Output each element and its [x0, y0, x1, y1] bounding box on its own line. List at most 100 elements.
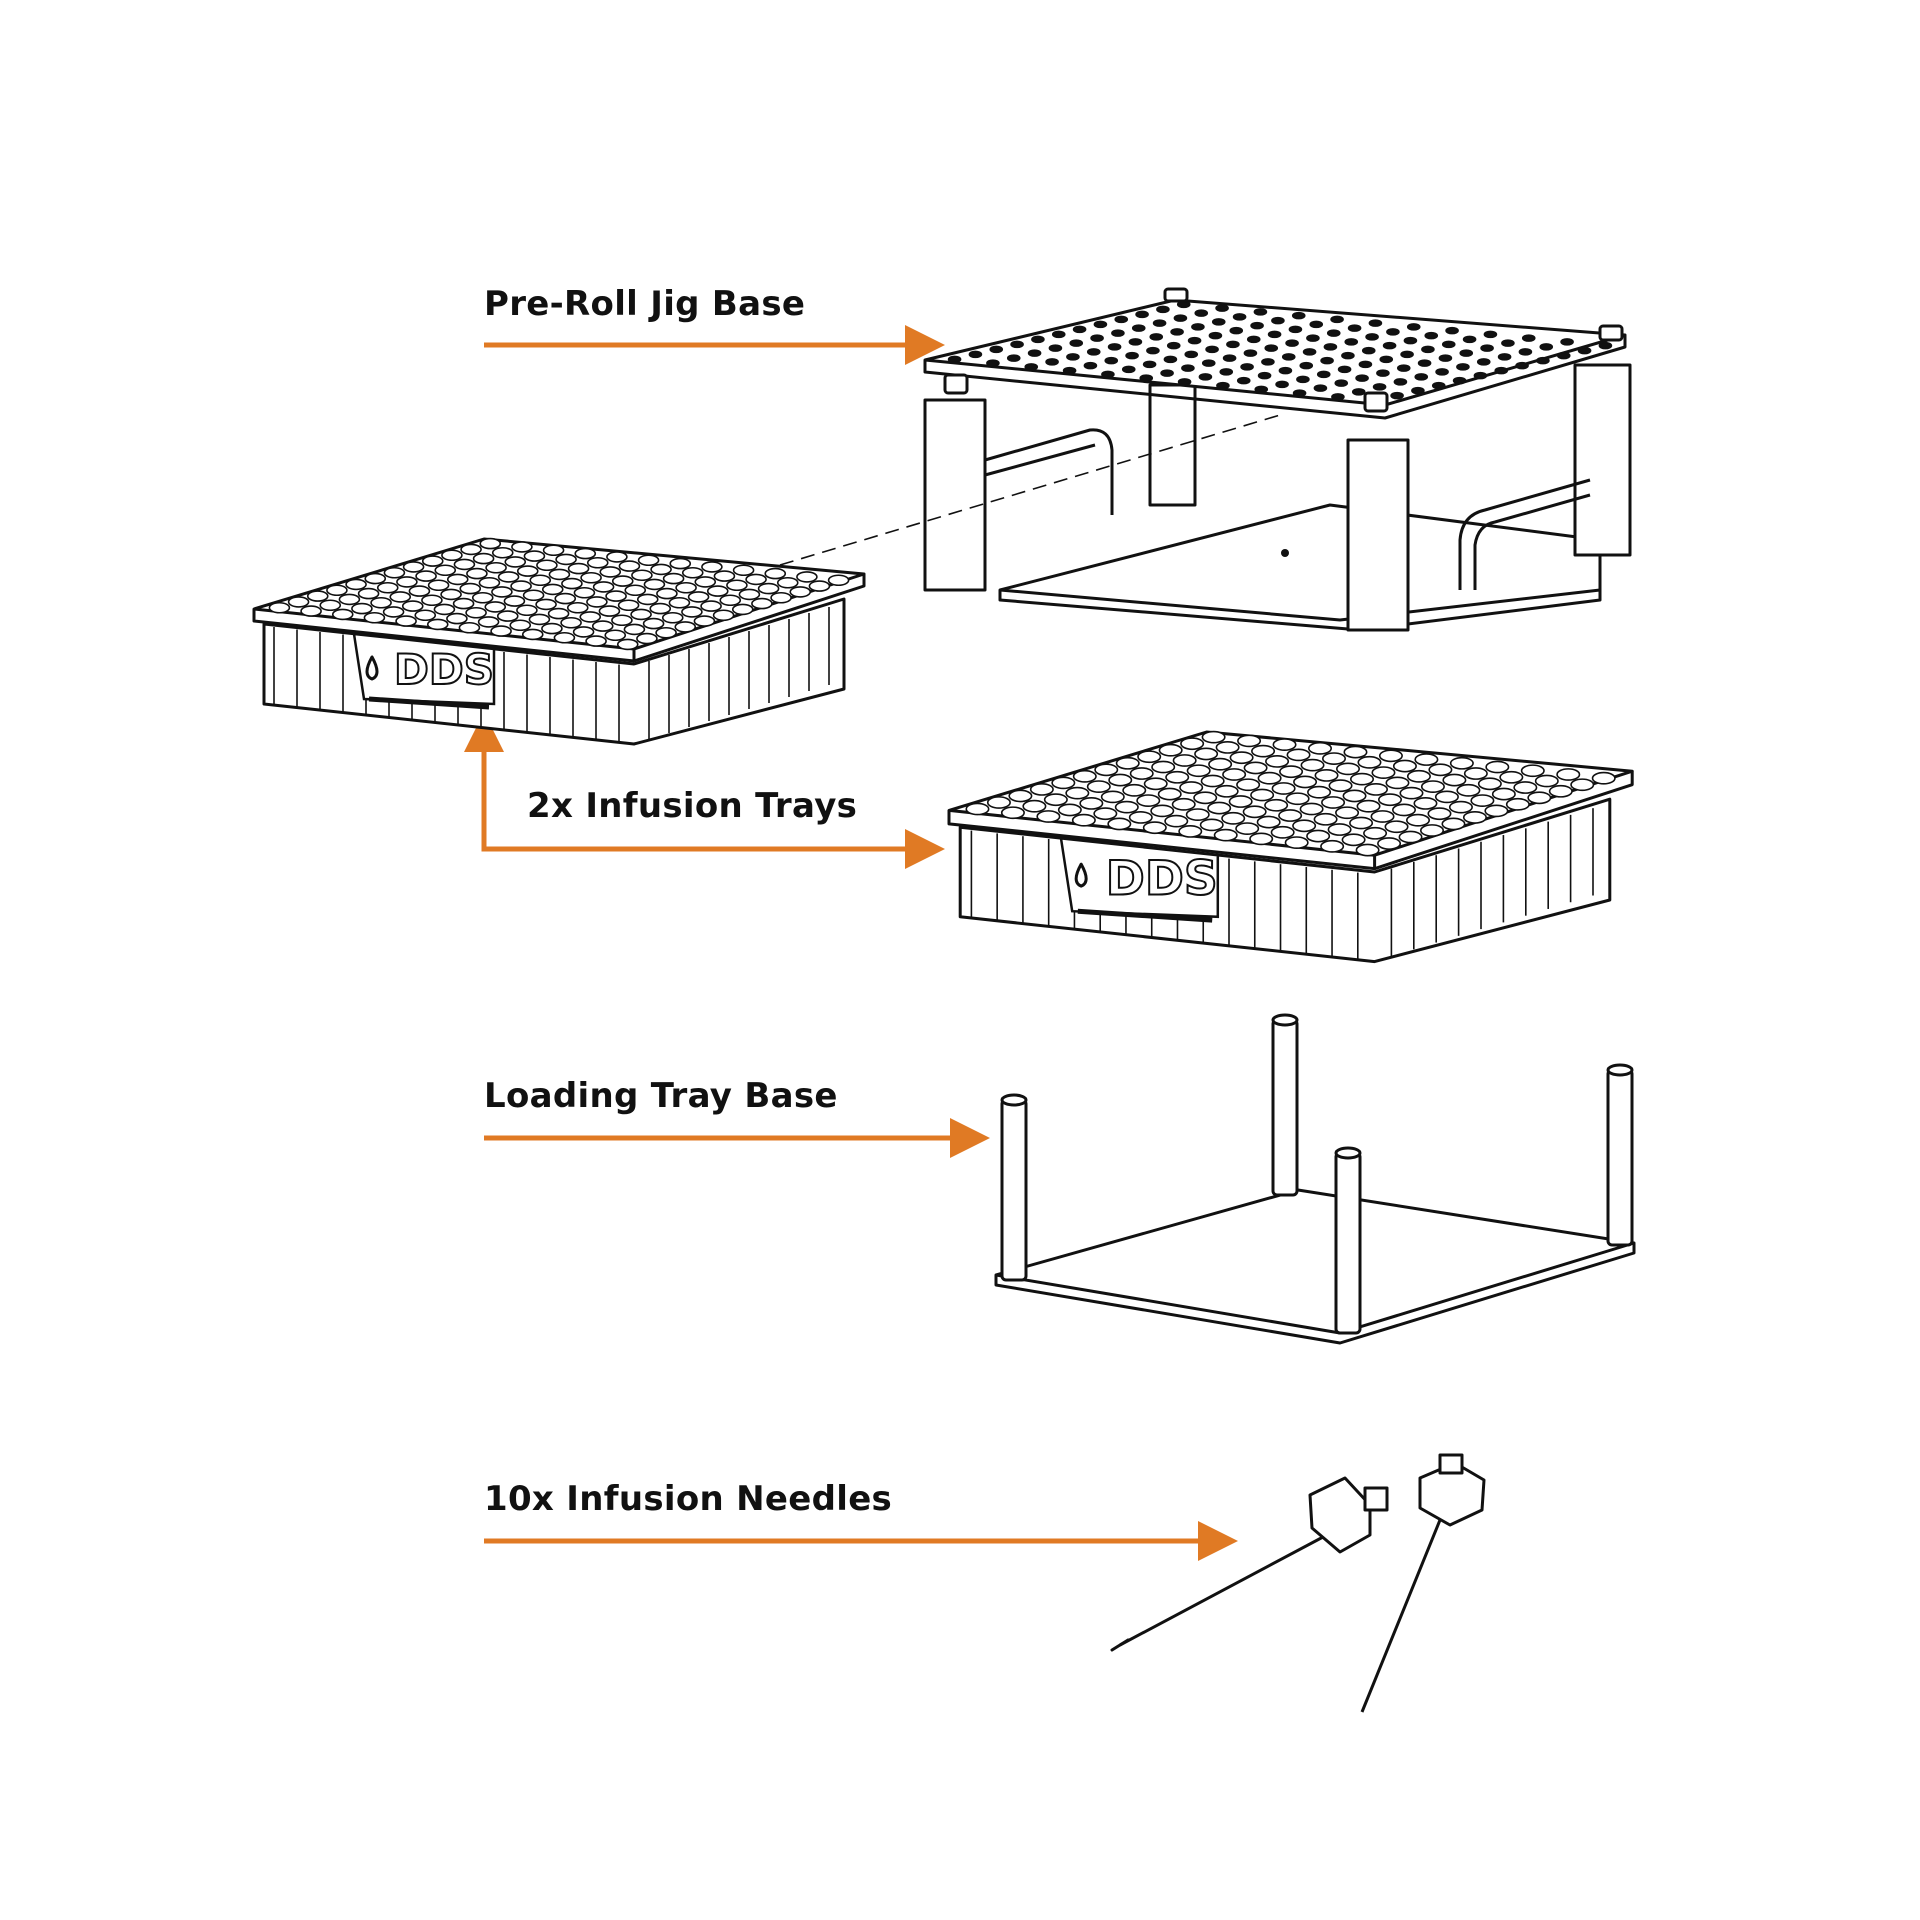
hole: [1136, 794, 1161, 807]
hole: [1314, 769, 1339, 782]
hole: [1129, 767, 1154, 780]
hole: [1199, 818, 1224, 832]
hole: [1420, 824, 1445, 837]
hole: [541, 622, 563, 635]
hole: [1560, 338, 1574, 346]
hole: [364, 572, 387, 585]
hole: [1300, 758, 1325, 772]
hole: [1114, 315, 1129, 324]
hole: [1166, 341, 1181, 350]
hole: [1442, 773, 1467, 787]
hole: [1029, 783, 1054, 796]
hole: [1250, 321, 1264, 330]
hole: [649, 602, 672, 615]
hole: [1473, 371, 1488, 380]
hole: [1215, 304, 1229, 312]
hole: [1286, 748, 1311, 762]
hole: [511, 541, 533, 553]
hole: [1403, 336, 1418, 345]
hole: [580, 571, 602, 584]
hole: [331, 608, 354, 621]
hole: [1344, 338, 1359, 346]
hole: [414, 609, 437, 622]
hole: [1406, 813, 1431, 827]
hole: [516, 565, 539, 577]
hole: [586, 556, 609, 569]
hole: [1485, 760, 1510, 774]
hole: [1577, 346, 1592, 355]
pre-roll-jig-base-illustration: [779, 287, 1632, 632]
hole: [655, 626, 677, 639]
hole: [1254, 385, 1269, 394]
hole: [477, 616, 500, 628]
hole: [1331, 393, 1345, 401]
hole: [1240, 363, 1254, 371]
hole: [1271, 782, 1296, 795]
hole: [1128, 811, 1153, 824]
hole: [586, 596, 608, 608]
hole: [674, 621, 697, 633]
hole: [591, 620, 614, 632]
hole: [986, 359, 1000, 367]
hole: [1249, 832, 1274, 846]
hole: [1431, 381, 1446, 390]
hole: [1065, 786, 1090, 800]
hole: [1321, 796, 1346, 809]
hole: [1327, 823, 1352, 836]
hole: [669, 557, 692, 570]
hole: [491, 546, 514, 559]
hole: [1270, 825, 1295, 839]
hole: [553, 631, 576, 644]
hole: [465, 606, 487, 619]
hole: [616, 638, 639, 651]
hole: [1462, 335, 1477, 344]
hole: [1445, 326, 1459, 335]
hole: [415, 570, 437, 582]
label-infusion-trays: 2x Infusion Trays: [527, 786, 858, 826]
hole: [1536, 356, 1550, 365]
hole: [509, 619, 532, 632]
hole: [637, 554, 660, 567]
hole: [459, 582, 482, 595]
hole: [326, 584, 348, 597]
hole: [427, 579, 450, 592]
hole: [446, 573, 469, 586]
hole: [1341, 351, 1355, 360]
hole: [408, 585, 431, 597]
hole: [1456, 783, 1481, 797]
hole: [396, 576, 418, 588]
hole: [528, 613, 551, 626]
hole: [1086, 348, 1101, 356]
infusion-tray-illustration: DDS: [252, 537, 866, 746]
hole: [1484, 804, 1509, 818]
hole: [1264, 344, 1279, 352]
hole: [789, 586, 812, 598]
hole: [1222, 768, 1247, 781]
hole: [1201, 359, 1216, 367]
hole: [1357, 755, 1382, 769]
hole: [989, 345, 1004, 354]
hole: [701, 561, 723, 573]
hole: [1157, 787, 1182, 801]
hole: [1396, 364, 1411, 372]
hole: [1309, 320, 1324, 329]
hole: [319, 599, 342, 612]
hole: [1146, 346, 1160, 355]
hole: [1208, 757, 1233, 771]
hole: [1363, 826, 1388, 840]
hole: [1278, 809, 1303, 822]
hole: [1079, 797, 1104, 810]
hole: [401, 600, 424, 612]
hole: [1131, 324, 1146, 332]
hole: [1364, 783, 1389, 796]
hole: [1384, 820, 1409, 834]
hole: [1257, 371, 1272, 380]
hole: [1093, 320, 1108, 329]
hole: [1185, 808, 1210, 821]
hole: [751, 597, 773, 610]
hole: [1257, 771, 1282, 785]
hole: [1251, 744, 1276, 758]
hole: [1494, 366, 1509, 375]
hole: [1031, 335, 1045, 344]
